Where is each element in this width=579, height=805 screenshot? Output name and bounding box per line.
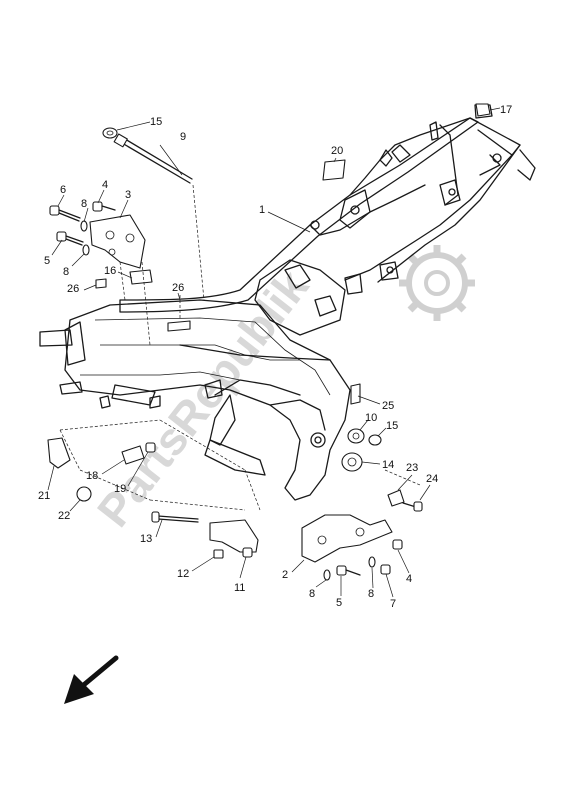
callout-20: 20 bbox=[331, 145, 343, 157]
gear-icon bbox=[399, 245, 475, 321]
callout-23: 23 bbox=[406, 462, 418, 474]
clip-23 bbox=[387, 489, 405, 507]
callout-26-right: 26 bbox=[172, 282, 184, 294]
callout-17: 17 bbox=[500, 104, 512, 116]
callout-3: 3 bbox=[125, 189, 131, 201]
bolt-24 bbox=[402, 501, 423, 512]
washer-8-lower-right bbox=[368, 556, 376, 568]
collar-15-top bbox=[102, 127, 118, 139]
callout-10: 10 bbox=[365, 412, 377, 424]
callout-15-top: 15 bbox=[150, 116, 162, 128]
bracket-21 bbox=[47, 437, 71, 469]
callout-6: 6 bbox=[60, 184, 66, 196]
callout-26-left: 26 bbox=[67, 283, 79, 295]
callout-21: 21 bbox=[38, 490, 50, 502]
washer-8-lower-left bbox=[323, 569, 331, 581]
plate-16 bbox=[129, 269, 153, 285]
collar-15-lower bbox=[368, 434, 382, 446]
callout-19: 19 bbox=[114, 483, 126, 495]
callout-labels: 15 9 17 20 1 6 4 8 3 5 8 16 26 26 25 10 … bbox=[38, 104, 512, 610]
callout-1: 1 bbox=[259, 204, 265, 216]
callout-18: 18 bbox=[86, 470, 98, 482]
bolt-19 bbox=[145, 442, 156, 453]
callout-8-lower-right: 8 bbox=[368, 588, 374, 600]
clip-17 bbox=[475, 103, 491, 117]
callout-8-lower-left: 8 bbox=[309, 588, 315, 600]
clip-25 bbox=[350, 383, 361, 405]
plate-26-left bbox=[95, 278, 107, 289]
engine-bracket bbox=[209, 519, 259, 553]
callout-4-upper: 4 bbox=[102, 179, 108, 191]
callout-9: 9 bbox=[180, 131, 186, 143]
nut-12 bbox=[213, 549, 224, 559]
bracket-18 bbox=[121, 445, 145, 465]
callout-11: 11 bbox=[234, 582, 245, 594]
callout-22: 22 bbox=[58, 510, 70, 522]
bracket-2 bbox=[301, 514, 393, 563]
washer-8-lower bbox=[82, 244, 90, 256]
bolt-6 bbox=[49, 205, 81, 222]
collar-10 bbox=[347, 428, 365, 444]
bolt-7 bbox=[380, 564, 391, 575]
callout-5-upper: 5 bbox=[44, 255, 50, 267]
front-direction-arrow-icon bbox=[64, 655, 119, 704]
bushing-14 bbox=[341, 452, 363, 472]
callout-13: 13 bbox=[140, 533, 152, 545]
callout-8-mid: 8 bbox=[63, 266, 69, 278]
bolt-5-upper bbox=[56, 231, 84, 246]
callout-7: 7 bbox=[390, 598, 396, 610]
callout-4-lower: 4 bbox=[406, 573, 412, 585]
callout-8-upper: 8 bbox=[81, 198, 87, 210]
callout-14: 14 bbox=[382, 459, 394, 471]
bracket-3 bbox=[89, 214, 146, 269]
callout-25: 25 bbox=[382, 400, 394, 412]
bolt-22 bbox=[76, 486, 92, 502]
callout-16: 16 bbox=[104, 265, 116, 277]
callout-5-lower: 5 bbox=[336, 597, 342, 609]
callout-2: 2 bbox=[282, 569, 288, 581]
leader-lines bbox=[47, 107, 501, 598]
bolt-5-lower bbox=[336, 565, 361, 576]
label-plate-20 bbox=[322, 159, 346, 181]
bolt-11 bbox=[242, 547, 253, 558]
assembly-guides bbox=[59, 261, 421, 511]
callout-15-lower: 15 bbox=[386, 420, 398, 432]
callout-24: 24 bbox=[426, 473, 438, 485]
plate-26-right bbox=[167, 295, 191, 332]
long-bolt-9 bbox=[113, 133, 205, 301]
through-bolt-13 bbox=[151, 511, 199, 523]
bolt-4-upper bbox=[92, 201, 116, 212]
washer-8-upper bbox=[80, 220, 88, 232]
bolt-4-lower bbox=[392, 539, 403, 550]
callout-12: 12 bbox=[177, 568, 189, 580]
